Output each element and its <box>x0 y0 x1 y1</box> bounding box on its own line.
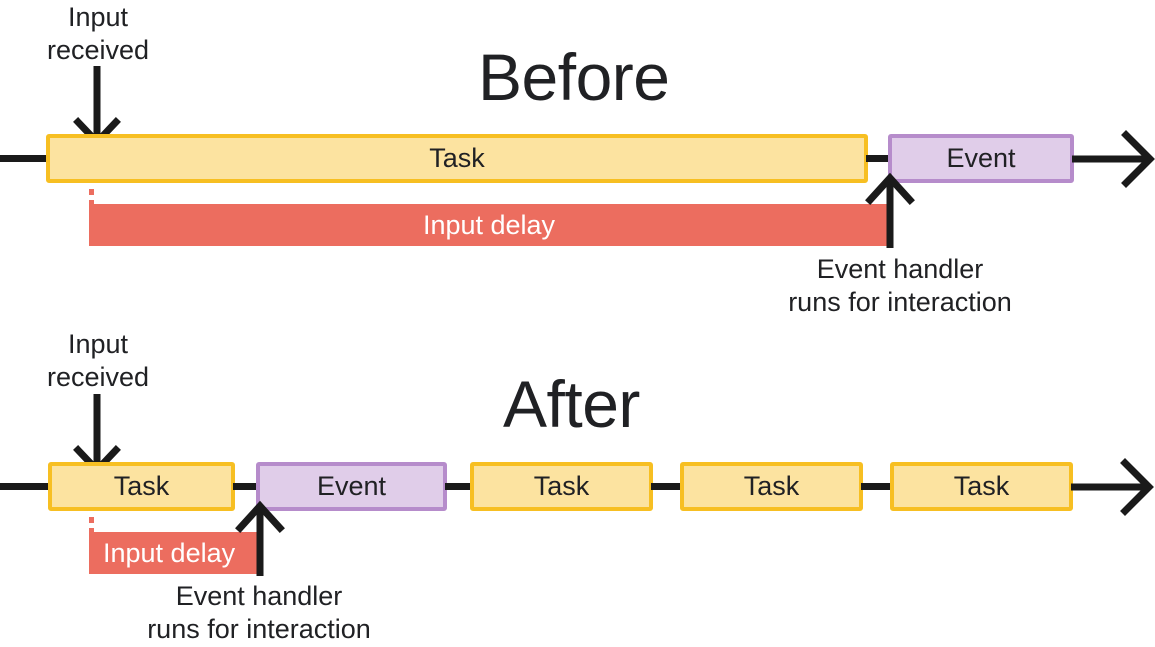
before-input-delay-bar: Input delay <box>89 204 889 246</box>
after-event-handler-arrow-icon <box>235 500 285 576</box>
after-event-box: Event <box>256 462 447 511</box>
before-title: Before <box>478 40 670 114</box>
after-timeline-connector-1 <box>233 483 258 490</box>
after-timeline-left-stub <box>0 483 52 490</box>
before-timeline-connector <box>866 155 890 162</box>
after-task-label-4: Task <box>953 471 1010 501</box>
before-task-box: Task <box>46 134 868 183</box>
after-task-box-2: Task <box>470 462 653 511</box>
after-event-handler-label: Event handler runs for interaction <box>147 581 371 644</box>
before-input-delay-label: Input delay <box>422 209 556 240</box>
after-input-delay-label: Input delay <box>103 537 236 568</box>
before-event-handler-label: Event handler runs for interaction <box>788 254 1012 317</box>
after-input-delay-bar: Input delay <box>89 532 259 574</box>
after-task-label-2: Task <box>533 471 590 501</box>
after-task-box-4: Task <box>890 462 1073 511</box>
after-timeline-connector-2 <box>445 483 472 490</box>
after-task-box-1: Task <box>48 462 235 511</box>
after-timeline-connector-3 <box>651 483 682 490</box>
after-title: After <box>503 367 640 441</box>
before-input-received-label: Input received <box>46 2 150 65</box>
before-timeline-end-arrow-icon <box>1072 130 1155 188</box>
after-input-received-label: Input received <box>46 329 150 392</box>
after-event-label: Event <box>316 471 387 501</box>
before-event-label: Event <box>946 143 1016 173</box>
after-task-label-3: Task <box>743 471 800 501</box>
before-event-box: Event <box>888 134 1074 183</box>
before-input-delay-connector <box>89 184 94 205</box>
before-event-handler-arrow-icon <box>865 172 915 248</box>
before-timeline-left-stub <box>0 155 50 162</box>
after-input-delay-connector <box>89 512 94 533</box>
after-task-box-3: Task <box>680 462 863 511</box>
after-task-label-1: Task <box>113 471 170 501</box>
before-task-label: Task <box>429 143 485 173</box>
after-timeline-end-arrow-icon <box>1071 458 1154 516</box>
after-timeline-connector-4 <box>861 483 892 490</box>
